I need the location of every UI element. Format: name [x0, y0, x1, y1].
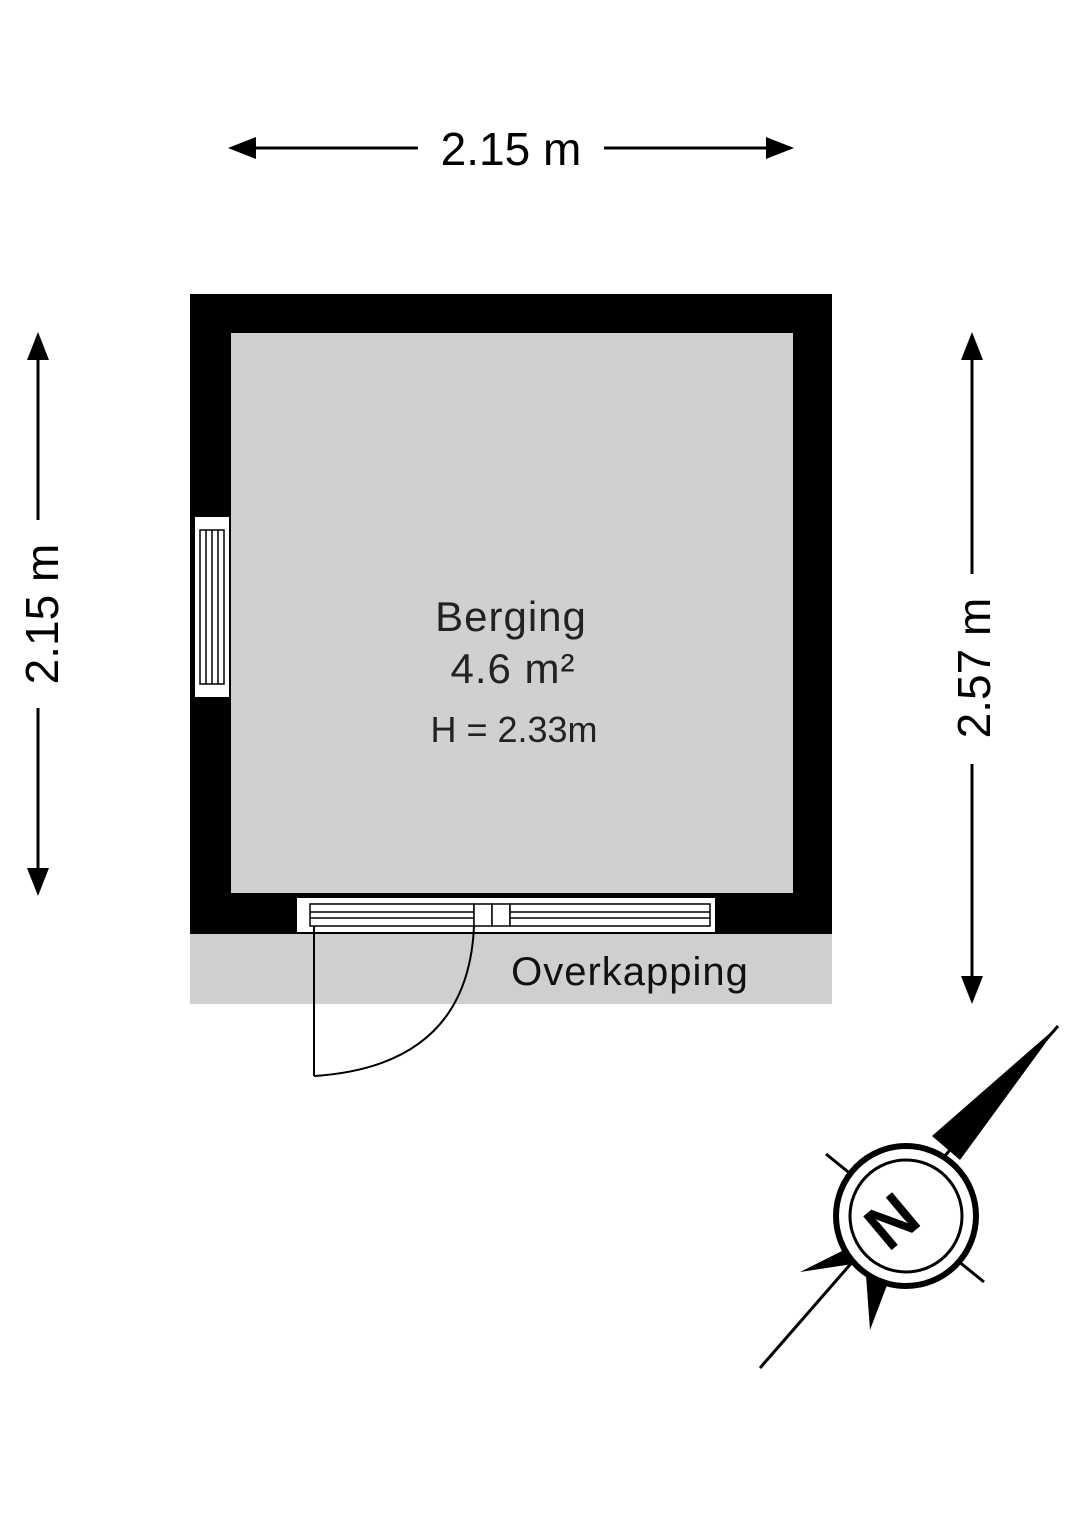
top-dimension: 2.15 m	[228, 123, 794, 175]
right-dimension-arrow-bottom	[961, 976, 983, 1004]
overkapping-area	[190, 932, 832, 1004]
left-dimension-arrow-bottom	[27, 868, 49, 896]
room-height: H = 2.33m	[430, 709, 597, 750]
left-dimension: 2.15 m	[16, 332, 68, 896]
right-dimension-label: 2.57 m	[948, 598, 1000, 739]
overkapping-label: Overkapping	[511, 950, 749, 994]
room-area: 4.6 m²	[450, 645, 575, 692]
door-swing-arc	[313, 925, 475, 1077]
bottom-door	[295, 896, 717, 1077]
top-dimension-arrow-left	[228, 137, 256, 159]
left-dimension-label: 2.15 m	[16, 544, 68, 685]
top-dimension-label: 2.15 m	[441, 123, 582, 175]
top-dimension-arrow-right	[766, 137, 794, 159]
compass-icon: N	[758, 1025, 1060, 1369]
room-floor	[231, 333, 793, 893]
right-dimension-arrow-top	[961, 332, 983, 360]
left-dimension-arrow-top	[27, 332, 49, 360]
room-name: Berging	[435, 593, 587, 640]
left-window	[193, 515, 231, 699]
right-dimension: 2.57 m	[948, 332, 1000, 1004]
